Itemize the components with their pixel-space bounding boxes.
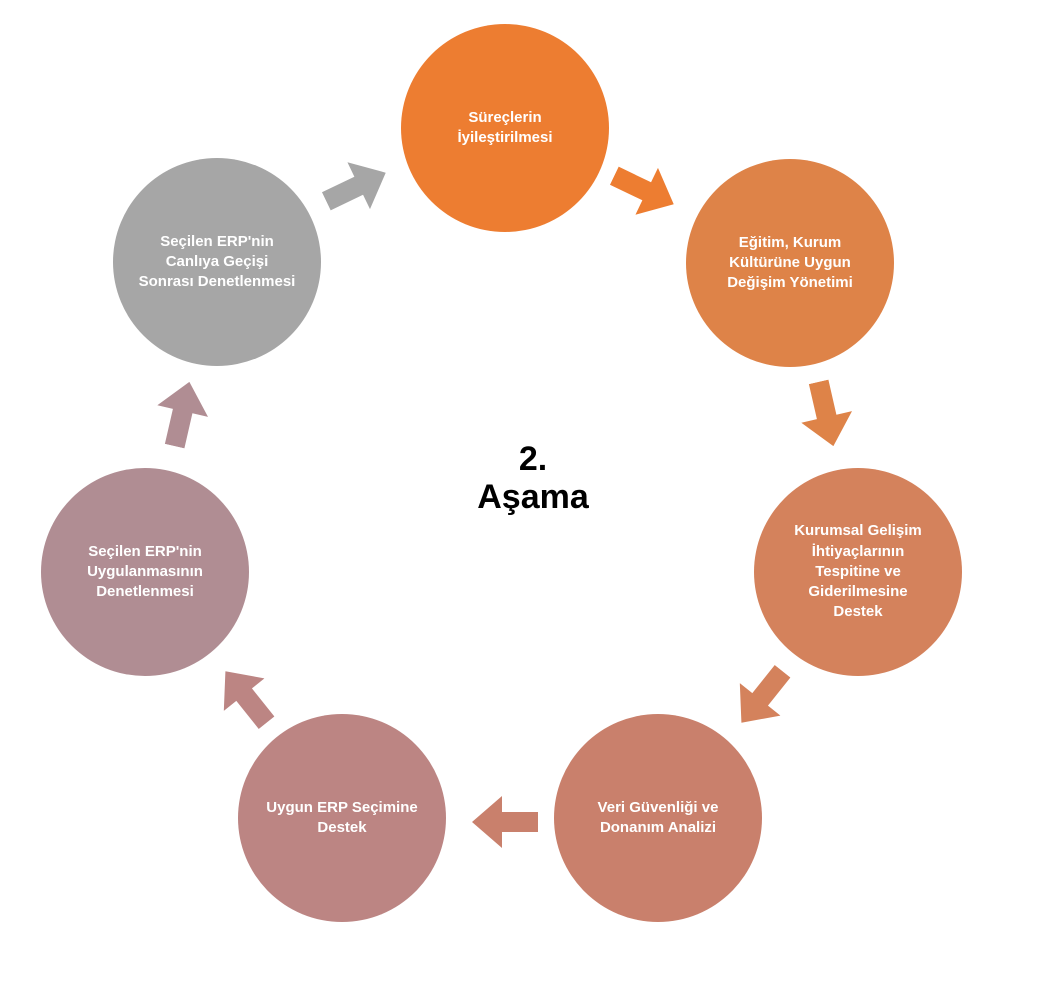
cycle-node-egitim: Eğitim, Kurum Kültürüne Uygun Değişim Yö… [686,159,894,367]
cycle-arrow-icon-1 [603,152,685,227]
cycle-node-label: Seçilen ERP'nin Canlıya Geçişi Sonrası D… [138,232,296,291]
cycle-arrow-icon-7 [315,149,397,224]
cycle-node-label: Uygun ERP Seçimine Destek [266,798,418,836]
cycle-arrow-icon-3 [721,655,803,739]
cycle-node-label: Seçilen ERP'nin Uygulanmasının Denetlenm… [87,542,203,601]
cycle-node-uygulanma-denetim: Seçilen ERP'nin Uygulanmasının Denetlenm… [41,468,249,676]
cycle-arrow-icon-6 [149,376,214,452]
cycle-node-kurumsal-gelisim: Kurumsal Gelişim İhtiyaçlarının Tespitin… [754,468,962,676]
cycle-node-veri-guvenligi: Veri Güvenliği ve Donanım Analizi [554,714,762,922]
cycle-arrow-icon-4 [472,796,538,848]
cycle-arrow-icon-5 [205,655,287,739]
cycle-node-label: Veri Güvenliği ve Donanım Analizi [597,798,719,836]
cycle-arrow-icon-2 [793,376,858,452]
cycle-node-uygun-erp: Uygun ERP Seçimine Destek [238,714,446,922]
phase-title: 2. Aşama [477,440,589,517]
cycle-node-label: Kurumsal Gelişim İhtiyaçlarının Tespitin… [794,522,922,621]
cycle-node-label: Eğitim, Kurum Kültürüne Uygun Değişim Yö… [727,233,853,292]
cycle-node-label: Süreçlerin İyileştirilmesi [457,108,553,146]
cycle-node-surecler: Süreçlerin İyileştirilmesi [401,24,609,232]
cycle-node-canliya-gecis: Seçilen ERP'nin Canlıya Geçişi Sonrası D… [113,158,321,366]
